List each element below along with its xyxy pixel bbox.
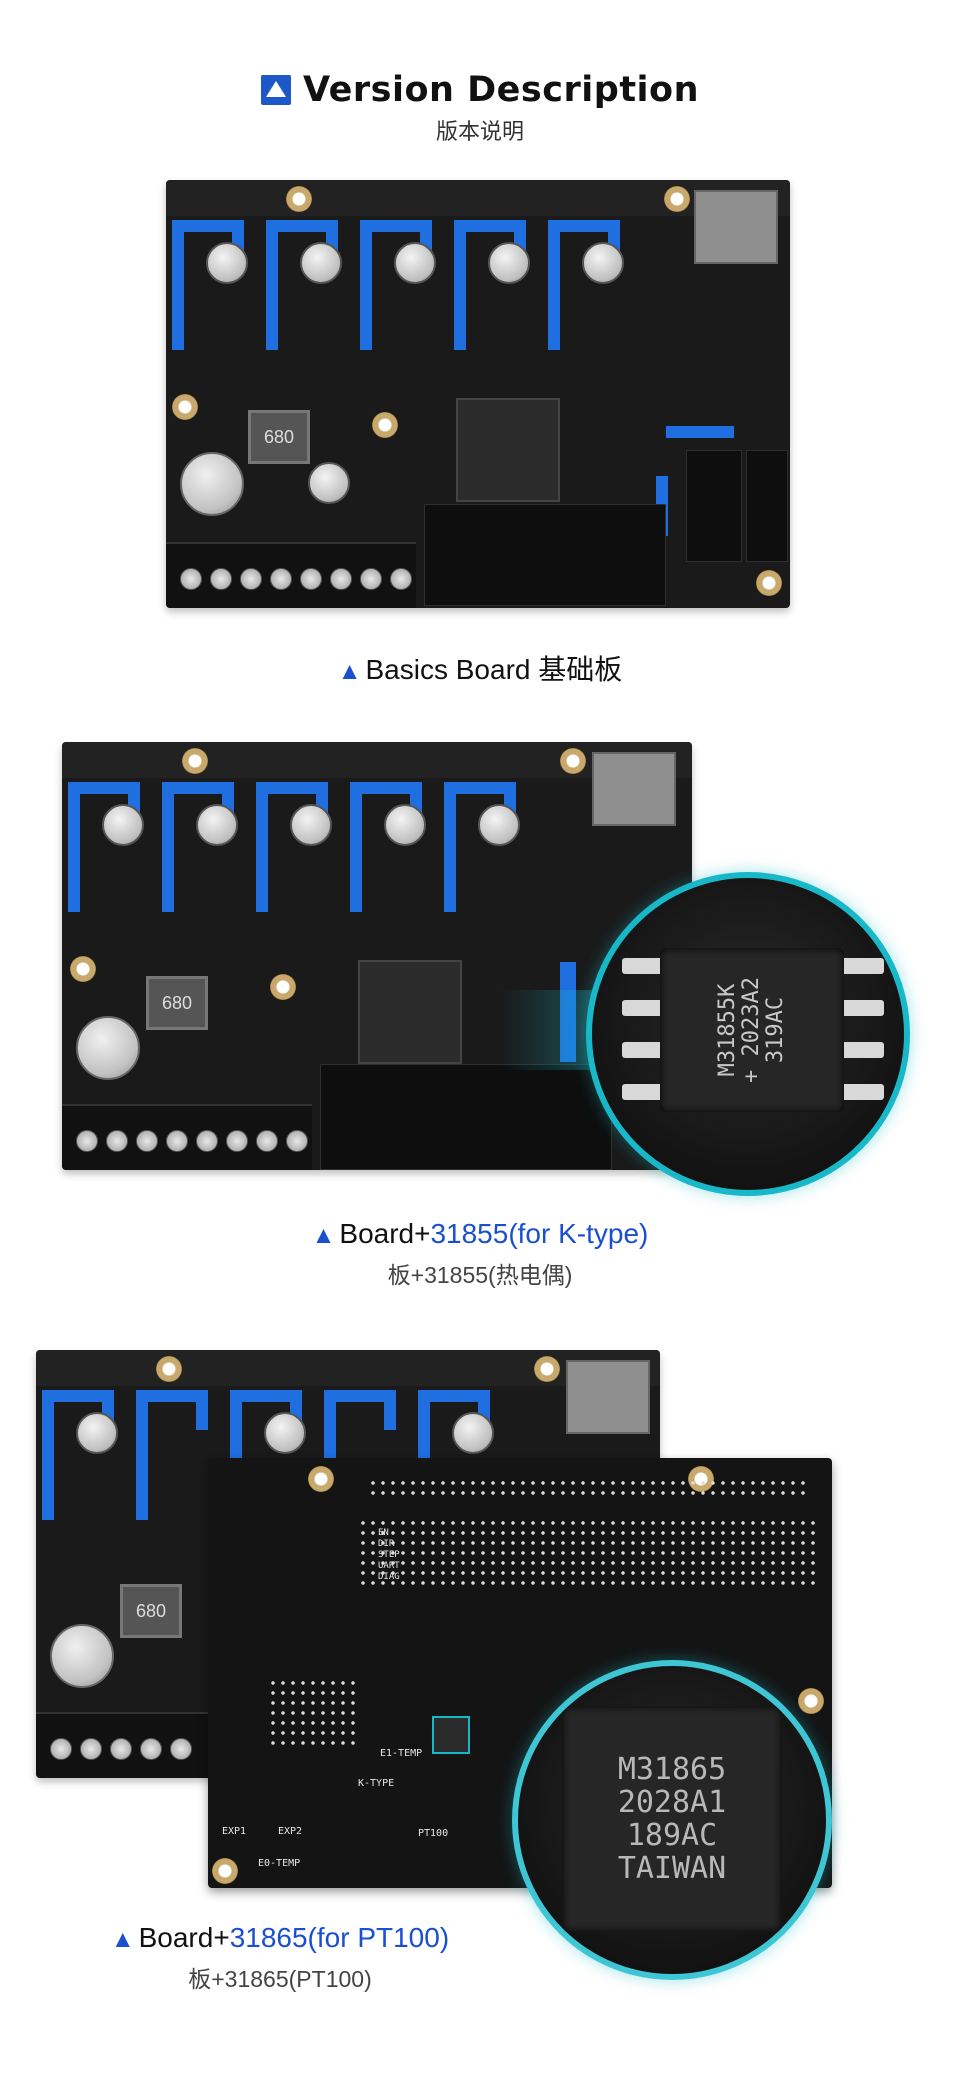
brand-logo-icon <box>260 75 291 105</box>
capacitor <box>394 242 436 284</box>
page-subtitle: 版本说明 <box>435 119 524 144</box>
mounting-hole <box>70 956 96 982</box>
connector-bank <box>320 1064 612 1170</box>
capacitor <box>452 1412 494 1454</box>
mounting-hole <box>172 394 198 420</box>
capacitor <box>384 804 426 846</box>
driver-socket <box>548 220 620 350</box>
silk-exp2: EXP2 <box>278 1826 303 1837</box>
driver-socket <box>68 782 140 912</box>
mounting-hole <box>798 1688 824 1714</box>
sd-card-slot <box>566 1360 650 1434</box>
capacitor <box>582 242 624 284</box>
power-terminal-block <box>62 1104 312 1170</box>
silk-e0-temp: E0-TEMP <box>258 1858 301 1869</box>
capacitor <box>290 804 332 846</box>
via-grid <box>368 1478 808 1498</box>
connector-bank <box>424 504 666 606</box>
bulk-capacitor <box>180 452 244 516</box>
inductor: 680 <box>146 976 208 1030</box>
silk-driver-table: EN DIR STEP UART DIAG <box>378 1528 400 1582</box>
basics-board-image: 680 <box>166 180 790 608</box>
driver-socket <box>266 220 338 350</box>
zoom-beam <box>500 990 600 1070</box>
driver-socket <box>350 782 422 912</box>
bulk-capacitor <box>50 1624 114 1688</box>
m31865-chip-small <box>432 1716 470 1754</box>
inductor: 680 <box>120 1584 182 1638</box>
capacitor <box>264 1412 306 1454</box>
pin-header-blue <box>560 962 576 1062</box>
zoom-circle-m31855: M31855K + 2023A2 319AC <box>586 872 910 1196</box>
capacitor <box>478 804 520 846</box>
m31865-chip: M31865 2028A1 189AC TAIWAN <box>562 1706 782 1932</box>
mounting-hole <box>308 1466 334 1492</box>
mounting-hole <box>270 974 296 1000</box>
capacitor <box>488 242 530 284</box>
silk-e1-temp: E1-TEMP <box>380 1748 423 1759</box>
mounting-hole <box>156 1356 182 1382</box>
silk-k-type: K-TYPE <box>358 1778 395 1789</box>
mounting-hole <box>664 186 690 212</box>
capacitor <box>196 804 238 846</box>
driver-socket <box>256 782 328 912</box>
triangle-icon: ▲ <box>337 658 362 685</box>
triangle-icon: ▲ <box>311 1222 336 1249</box>
driver-socket <box>360 220 432 350</box>
page-header: Version Description 版本说明 <box>0 70 960 146</box>
driver-socket <box>136 1390 208 1520</box>
power-terminal-block <box>166 542 416 608</box>
page-title: Version Description <box>302 70 700 110</box>
silk-exp1: EXP1 <box>222 1826 247 1837</box>
zoom-circle-m31865: M31865 2028A1 189AC TAIWAN <box>512 1660 832 1980</box>
header-row: Version Description <box>260 70 700 110</box>
mounting-hole <box>534 1356 560 1382</box>
bulk-capacitor <box>76 1016 140 1080</box>
capacitor <box>300 242 342 284</box>
caption-basics: ▲Basics Board 基础板 <box>337 654 623 685</box>
silk-pt100: PT100 <box>418 1828 449 1839</box>
mounting-hole <box>182 748 208 774</box>
driver-socket <box>444 782 516 912</box>
inductor: 680 <box>248 410 310 464</box>
triangle-icon: ▲ <box>110 1926 135 1953</box>
via-grid <box>268 1678 358 1748</box>
mounting-hole <box>756 570 782 596</box>
connector-bank <box>746 450 788 562</box>
connector-bank <box>686 450 742 562</box>
mcu-chip <box>456 398 560 502</box>
driver-socket <box>454 220 526 350</box>
driver-socket <box>162 782 234 912</box>
driver-socket <box>172 220 244 350</box>
caption-pt100: ▲Board+31865(for PT100) 板+31865(PT100) <box>110 1922 450 1992</box>
capacitor <box>76 1412 118 1454</box>
capacitor <box>102 804 144 846</box>
mounting-hole <box>212 1858 238 1884</box>
capacitor <box>206 242 248 284</box>
via-grid <box>358 1518 818 1588</box>
mounting-hole <box>372 412 398 438</box>
capacitor <box>308 462 350 504</box>
m31855k-chip: M31855K + 2023A2 319AC <box>660 948 844 1112</box>
mounting-hole <box>286 186 312 212</box>
mcu-chip <box>358 960 462 1064</box>
pin-header-blue <box>666 426 734 438</box>
caption-k-type: ▲Board+31855(for K-type) 板+31855(热电偶) <box>311 1218 649 1288</box>
driver-socket <box>42 1390 114 1520</box>
sd-card-slot <box>694 190 778 264</box>
mounting-hole <box>560 748 586 774</box>
k-type-board-image: 680 <box>62 742 692 1170</box>
sd-card-slot <box>592 752 676 826</box>
